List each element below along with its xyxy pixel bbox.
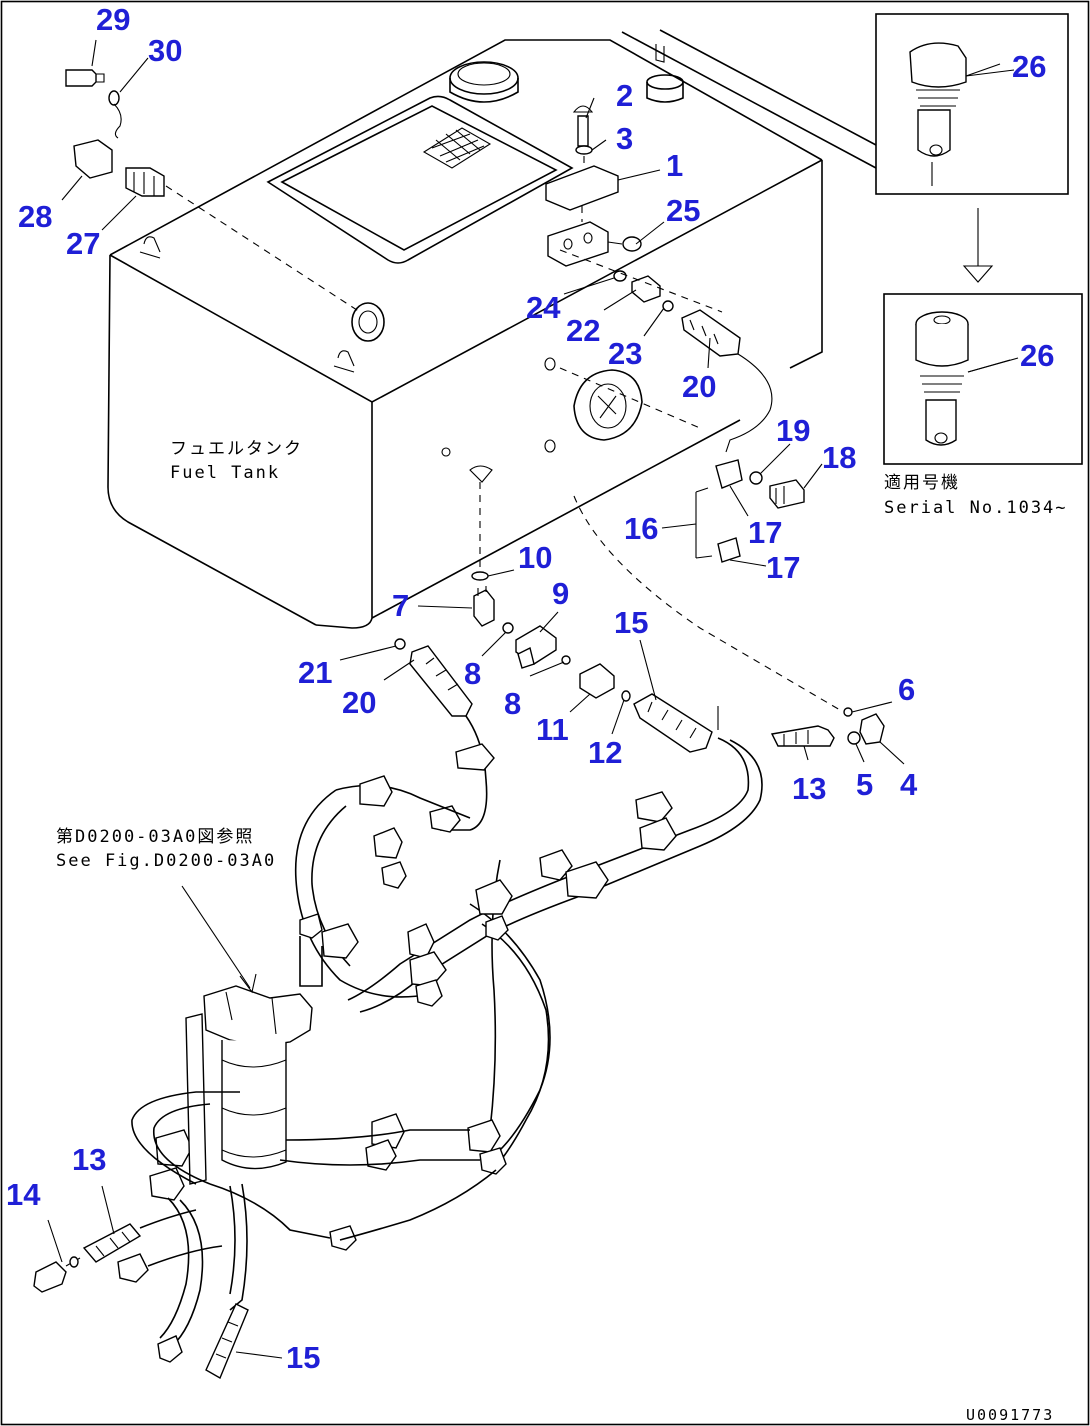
breather-mesh bbox=[422, 127, 492, 169]
callout-24: 24 bbox=[526, 290, 561, 325]
lower-hoses bbox=[33, 1091, 497, 1380]
detail-arrow bbox=[962, 208, 994, 283]
clip-17-upper bbox=[715, 459, 743, 489]
reference-label-jp: 第D0200-03A0図参照 bbox=[56, 827, 254, 847]
sensor-assembly bbox=[65, 69, 361, 313]
callout-20-lower: 20 bbox=[342, 685, 376, 720]
callout-30: 30 bbox=[148, 33, 182, 68]
callout-9: 9 bbox=[552, 576, 569, 611]
callout-6: 6 bbox=[898, 672, 915, 707]
callout-21: 21 bbox=[298, 655, 332, 690]
washer-30 bbox=[108, 90, 120, 106]
callout-3: 3 bbox=[616, 121, 633, 156]
callout-8-lower: 8 bbox=[504, 686, 521, 721]
washer-3 bbox=[575, 145, 593, 155]
callout-15-lower: 15 bbox=[286, 1340, 320, 1375]
filler-cap bbox=[449, 61, 519, 103]
callout-23: 23 bbox=[608, 336, 642, 371]
gasket-5 bbox=[847, 731, 861, 745]
oring-12 bbox=[621, 690, 631, 702]
callout-16: 16 bbox=[624, 511, 658, 546]
bolt-18 bbox=[769, 479, 805, 509]
callout-29: 29 bbox=[96, 2, 130, 37]
callout-13-lower: 13 bbox=[72, 1142, 106, 1177]
callout-8-upper: 8 bbox=[464, 656, 481, 691]
tank-label-jp: フュエルタンク bbox=[170, 439, 303, 459]
feed-line bbox=[469, 465, 885, 753]
tank-side-port bbox=[351, 302, 385, 342]
bolt-2 bbox=[577, 115, 589, 147]
detail-inset-new bbox=[883, 293, 1083, 465]
fuel-filter bbox=[181, 885, 313, 1185]
callout-18: 18 bbox=[822, 440, 856, 475]
reference-label-en: See Fig.D0200-03A0 bbox=[56, 851, 276, 871]
callout-15-upper: 15 bbox=[614, 605, 648, 640]
elbow-11 bbox=[579, 663, 615, 699]
callout-17-upper: 17 bbox=[748, 515, 782, 550]
connector-28 bbox=[73, 139, 113, 179]
hose-20-bottom bbox=[409, 645, 473, 717]
rail-fitting bbox=[646, 44, 684, 103]
callout-1: 1 bbox=[666, 148, 683, 183]
oring-6 bbox=[843, 707, 853, 717]
clip-group bbox=[695, 459, 805, 563]
callout-10: 10 bbox=[518, 540, 552, 575]
detail-inset-old bbox=[875, 13, 1069, 195]
oring-23 bbox=[662, 300, 674, 312]
callout-27: 27 bbox=[66, 226, 100, 261]
hose-15 bbox=[633, 693, 713, 753]
callout-7: 7 bbox=[392, 588, 409, 623]
callout-26-lower: 26 bbox=[1020, 338, 1054, 373]
return-block bbox=[545, 105, 773, 453]
fuel-tank bbox=[107, 29, 877, 629]
tank-hook bbox=[333, 350, 355, 373]
callout-20-upper: 20 bbox=[682, 369, 716, 404]
bolt-29 bbox=[65, 69, 97, 87]
gasket-10 bbox=[471, 571, 489, 581]
callout-12: 12 bbox=[588, 735, 622, 770]
oring-8a bbox=[502, 622, 514, 634]
callout-11: 11 bbox=[536, 712, 569, 747]
callouts: 29 30 28 27 2 3 1 25 24 22 23 20 19 18 1… bbox=[6, 2, 1054, 1375]
tank-hook bbox=[139, 236, 161, 259]
hose-routing bbox=[149, 737, 763, 1251]
block-lower bbox=[547, 221, 609, 267]
callout-13-upper: 13 bbox=[792, 771, 826, 806]
washer-19 bbox=[749, 471, 763, 485]
leader-lines bbox=[47, 39, 1019, 1359]
serial-label-jp: 適用号機 bbox=[884, 473, 960, 493]
tee-7 bbox=[473, 589, 495, 627]
callout-19: 19 bbox=[776, 413, 810, 448]
callout-28: 28 bbox=[18, 199, 52, 234]
elbow-4 bbox=[859, 713, 885, 745]
clip-17-lower bbox=[717, 537, 741, 563]
callout-25: 25 bbox=[666, 193, 700, 228]
sensor-27 bbox=[125, 167, 165, 197]
callout-14: 14 bbox=[6, 1177, 41, 1212]
callout-2: 2 bbox=[616, 78, 633, 113]
callout-5: 5 bbox=[856, 767, 873, 802]
drawing-code: U0091773 bbox=[966, 1406, 1054, 1424]
elbow-22 bbox=[631, 275, 661, 303]
hose-20-top bbox=[681, 309, 741, 357]
tank-label-en: Fuel Tank bbox=[170, 463, 280, 483]
gauge-flange bbox=[441, 357, 643, 457]
callout-4: 4 bbox=[900, 767, 918, 802]
serial-label-en: Serial No.1034~ bbox=[884, 498, 1068, 518]
callout-17-lower: 17 bbox=[766, 550, 800, 585]
block-1 bbox=[545, 165, 619, 211]
nut-25 bbox=[622, 236, 642, 252]
callout-26-upper: 26 bbox=[1012, 49, 1046, 84]
oring-21 bbox=[394, 638, 406, 650]
return-hose bbox=[394, 638, 495, 833]
callout-22: 22 bbox=[566, 313, 600, 348]
hose-13 bbox=[770, 725, 835, 747]
oring-24 bbox=[613, 270, 627, 282]
